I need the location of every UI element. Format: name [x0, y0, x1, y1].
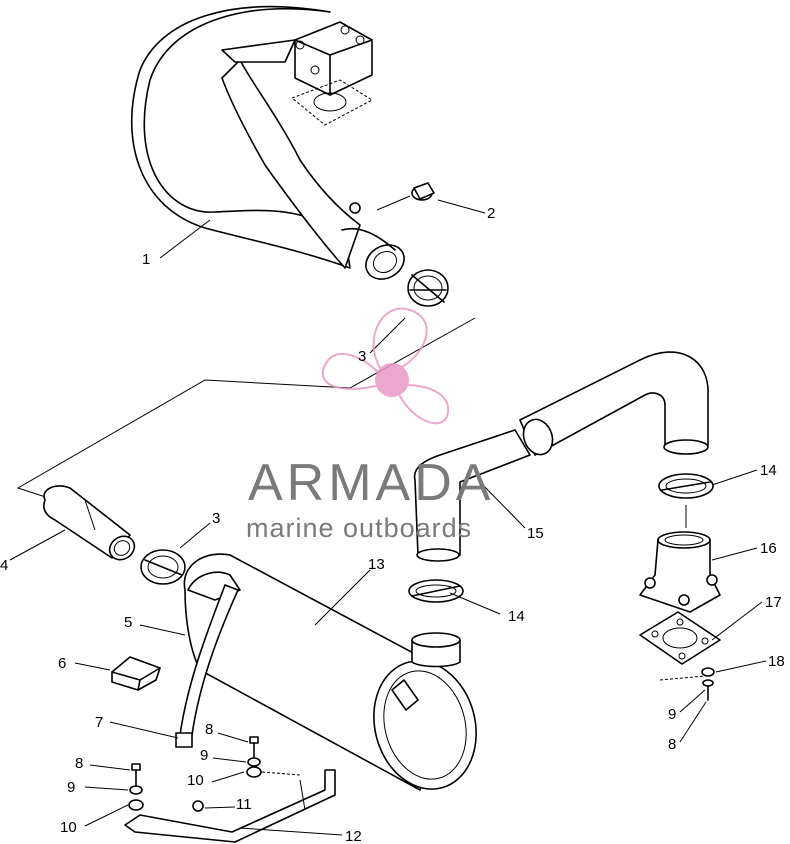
fitting-part-2	[376, 182, 435, 211]
callout-18: 18	[768, 653, 785, 670]
pad-part-6	[111, 656, 161, 691]
callout-14-right: 14	[760, 462, 777, 479]
callout-9-mid: 9	[200, 747, 208, 764]
callout-9-right: 9	[668, 706, 676, 723]
armada-propeller-logo	[322, 307, 450, 425]
callout-15: 15	[527, 525, 544, 542]
fastener-stack-right	[659, 667, 715, 701]
callout-3-upper: 3	[358, 348, 366, 365]
callout-8-mid: 8	[205, 721, 213, 738]
logo-blade-top	[372, 307, 428, 376]
callout-9-left: 9	[67, 779, 75, 796]
watermark-title: ARMADA	[248, 454, 494, 512]
callout-10-left: 10	[60, 819, 77, 836]
callout-labels: 1 2 3 3 4 5 6 7 8 8 8 9 9 9 10 10 11 12 …	[0, 205, 785, 844]
logo-blade-left	[322, 353, 381, 390]
callout-16: 16	[760, 540, 777, 557]
callout-11: 11	[236, 796, 252, 813]
callout-2: 2	[487, 205, 495, 222]
callout-12: 12	[345, 828, 362, 844]
hose-part-4	[43, 485, 136, 561]
callout-10-mid: 10	[187, 772, 204, 789]
logo-blade-right	[397, 384, 450, 425]
fastener-stack-left	[128, 736, 301, 812]
callout-8-left: 8	[75, 755, 83, 772]
gasket-part-17	[639, 611, 721, 665]
exhaust-flange-block	[221, 21, 373, 96]
callout-4: 4	[0, 557, 8, 574]
callout-14-left: 14	[508, 608, 525, 625]
logo-hub	[375, 363, 409, 397]
bracket-part-12	[124, 769, 336, 843]
muffler-part-13	[183, 553, 477, 791]
outlet-housing-part-16	[639, 505, 721, 613]
callout-1: 1	[142, 251, 150, 268]
watermark-subtitle: marine outboards	[246, 513, 472, 543]
strap-part-5	[175, 584, 239, 748]
exhaust-tube-part-15	[413, 351, 709, 562]
leader-lines	[9, 199, 767, 836]
callout-3-lower: 3	[212, 510, 220, 527]
flange-gasket	[291, 79, 373, 126]
callout-5: 5	[124, 614, 132, 631]
hose-clamp-part-3-lower	[140, 549, 186, 585]
hose-clamp-part-3-upper	[407, 269, 449, 307]
callout-7: 7	[95, 714, 103, 731]
exhaust-pipe-part-1	[130, 5, 405, 280]
callout-17: 17	[765, 594, 782, 611]
hose-clamp-part-14-left	[408, 579, 464, 603]
callout-8-right: 8	[668, 736, 676, 753]
hose-clamp-part-14-right	[658, 473, 714, 499]
callout-6: 6	[58, 655, 66, 672]
callout-13: 13	[368, 556, 385, 573]
